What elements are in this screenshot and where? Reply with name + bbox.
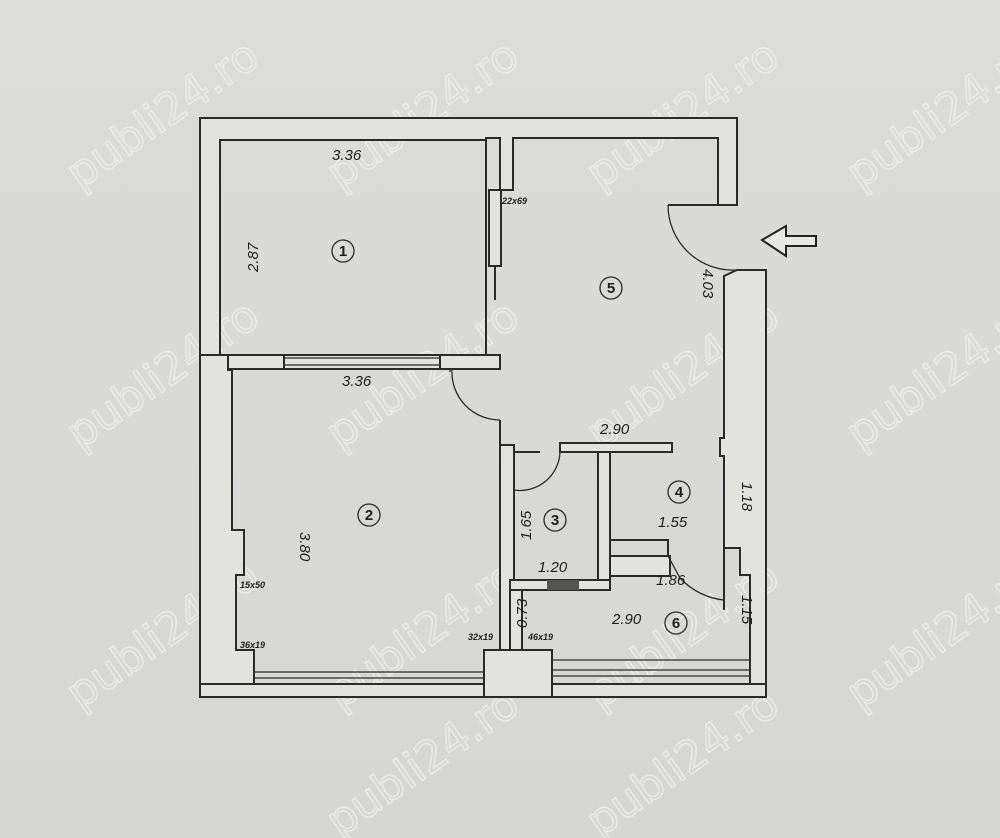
room-6-label: 6 [672, 615, 680, 632]
svg-text:publi24.ro: publi24.ro [837, 550, 1000, 719]
room-1-width: 3.36 [332, 147, 362, 164]
room-4-width: 1.55 [658, 514, 688, 531]
hall-diagonal-dimension: 1.86 [656, 572, 686, 589]
entrance-arrow-icon [760, 224, 817, 258]
room-3-height: 1.65 [518, 510, 535, 540]
svg-text:publi24.ro: publi24.ro [57, 290, 268, 459]
svg-text:publi24.ro: publi24.ro [577, 30, 788, 199]
svg-text:publi24.ro: publi24.ro [837, 30, 1000, 199]
room-1-height: 2.87 [245, 242, 262, 273]
room-6-width: 2.90 [611, 611, 642, 628]
room-3-width: 1.20 [538, 559, 568, 576]
room-2-width: 3.36 [342, 373, 372, 390]
room-4-height: 1.18 [738, 482, 755, 512]
pillar-labels: 22x69 15x50 36x19 32x19 46x19 [240, 196, 553, 650]
room-6-height: 0.73 [514, 598, 531, 628]
room-5-height: 4.03 [699, 269, 716, 299]
entrance-door-swing [667, 204, 738, 271]
dimension-labels: 3.36 2.87 3.36 3.80 1.65 1.20 1.55 1.18 … [245, 147, 755, 628]
svg-text:publi24.ro: publi24.ro [837, 290, 1000, 459]
room-5-label: 5 [607, 280, 615, 297]
room-labels: 1 2 3 4 5 6 [331, 239, 691, 635]
pillar-22x69 [488, 189, 502, 267]
pillar-label-32x19: 32x19 [468, 632, 493, 642]
bath-vent [547, 580, 579, 590]
watermark-layer: publi24.ro publi24.ro publi24.ro publi24… [56, 29, 1000, 838]
pillar-label-46x19: 46x19 [527, 632, 553, 642]
balcony-pillar [483, 649, 553, 698]
room-2-label: 2 [365, 507, 373, 524]
pillar-label-15x50: 15x50 [240, 580, 265, 590]
room-5-width: 2.90 [599, 421, 630, 438]
svg-text:publi24.ro: publi24.ro [57, 30, 268, 199]
room-4-label: 4 [675, 484, 684, 501]
pillar-label-36x19: 36x19 [240, 640, 265, 650]
room-2-height: 3.80 [296, 532, 313, 562]
svg-text:publi24.ro: publi24.ro [317, 30, 528, 199]
room-6-right-dimension: 1.15 [738, 595, 755, 625]
room-1-label: 1 [339, 243, 347, 260]
room-3-label: 3 [551, 512, 559, 529]
pillar-label-22x69: 22x69 [501, 196, 527, 206]
